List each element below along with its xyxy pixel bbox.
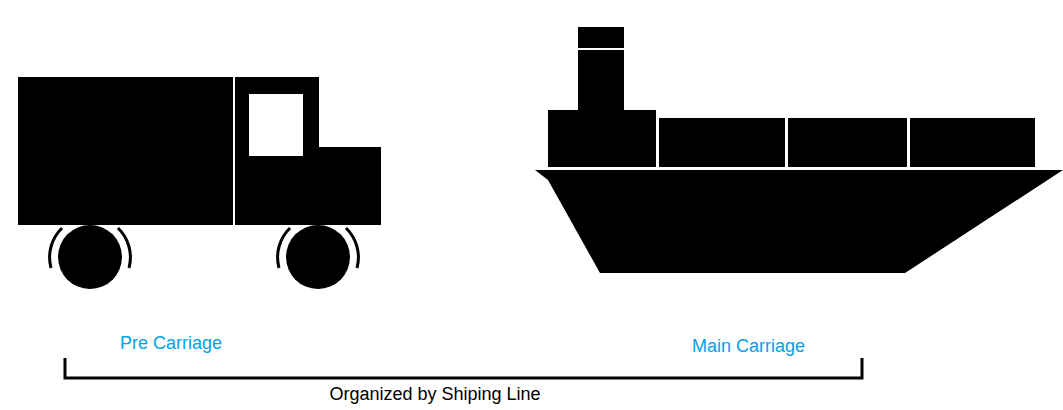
stage-label: Pre Carriage	[120, 332, 222, 354]
superstructure	[548, 110, 656, 167]
fender-arc	[118, 228, 130, 268]
truck-window	[249, 94, 303, 156]
funnel-top	[578, 27, 624, 48]
funnel	[578, 50, 624, 110]
truck-cab	[235, 77, 381, 225]
container	[910, 118, 1035, 167]
fender-arc	[346, 228, 358, 268]
truck	[18, 77, 381, 289]
bracket	[65, 358, 862, 378]
container	[788, 118, 907, 167]
fender-arc	[278, 228, 290, 268]
truck-wheel	[58, 225, 122, 289]
bracket-label: Organized by Shiping Line	[329, 383, 540, 405]
truck-body	[18, 77, 233, 225]
stage-label: Main Carriage	[692, 335, 805, 357]
truck-wheel	[286, 225, 350, 289]
fender-arc	[50, 228, 62, 268]
container	[659, 118, 785, 167]
ship	[535, 27, 1063, 273]
hull	[535, 170, 1063, 273]
